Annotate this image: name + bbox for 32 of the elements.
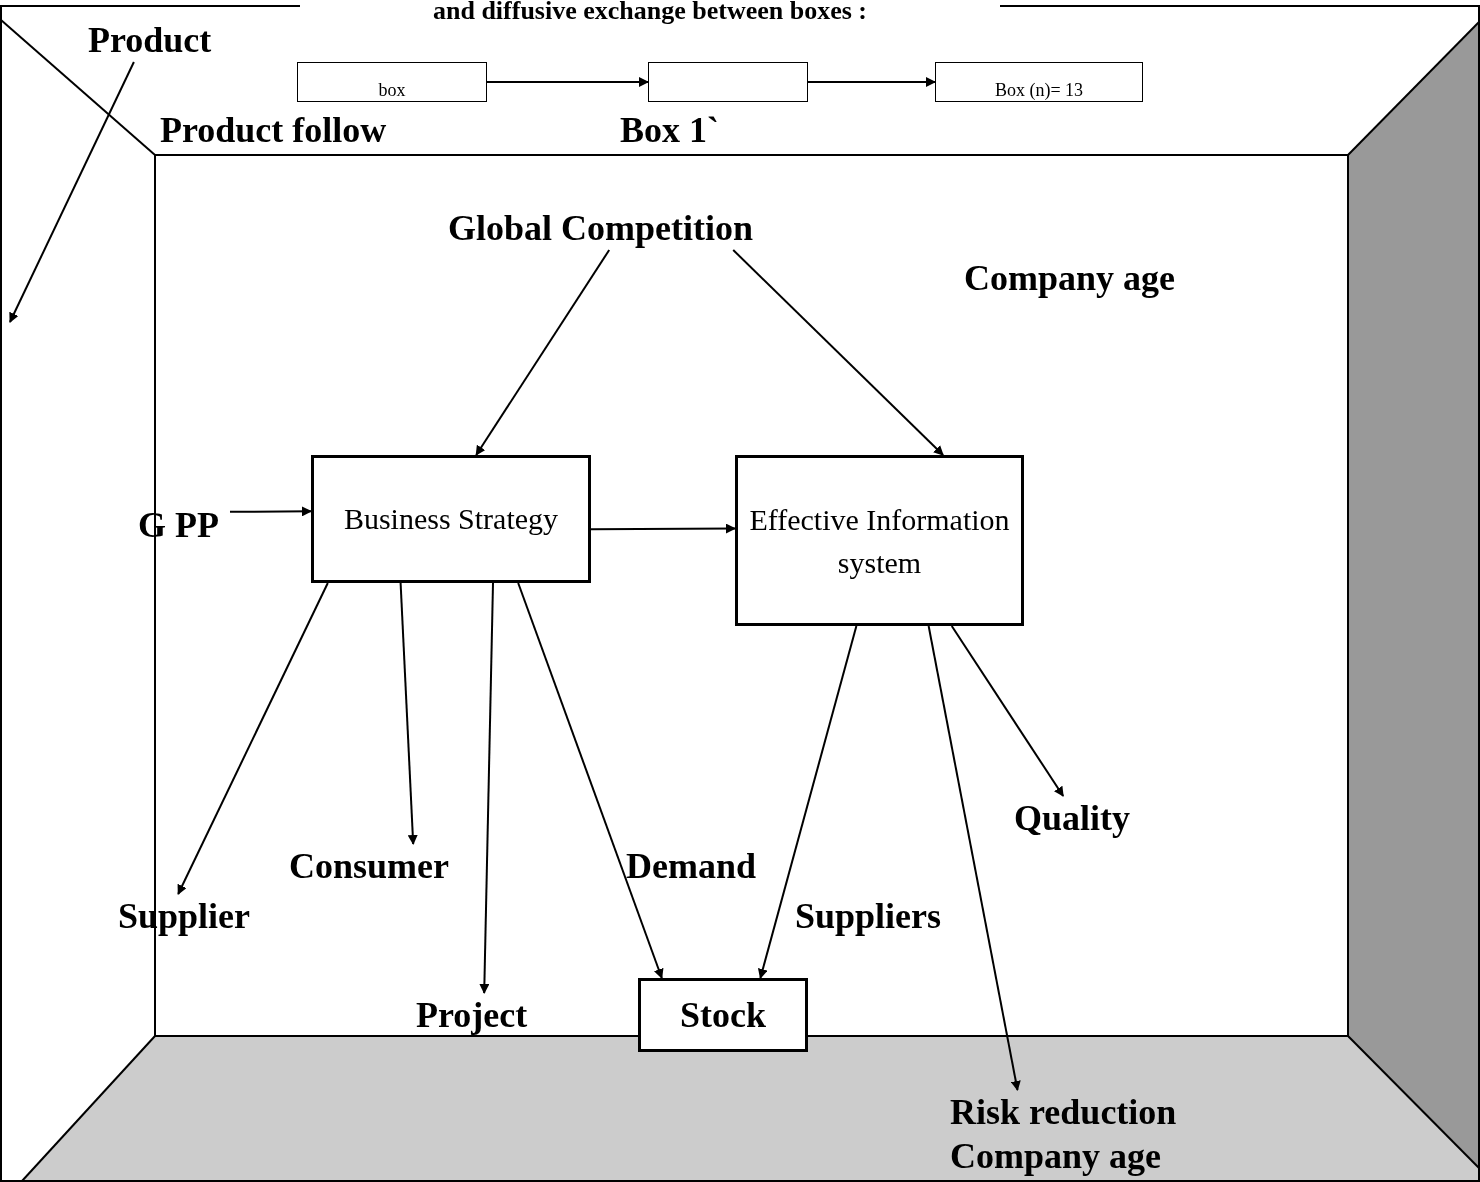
arrow — [475, 249, 611, 456]
arrow — [807, 77, 936, 87]
node-label: Product — [88, 18, 236, 62]
node-label: Project — [416, 993, 540, 1037]
text-label: Box 1` — [620, 109, 719, 152]
empty-box — [648, 62, 808, 102]
arrow — [486, 77, 649, 87]
process-box: Effective Information system — [735, 455, 1024, 626]
text-label: Suppliers — [795, 895, 942, 938]
process-box: box — [297, 62, 487, 102]
title: and diffusive exchange between boxes : — [300, 0, 1000, 26]
node-label: Global Competition — [448, 206, 758, 250]
text-label: Company age — [964, 257, 1175, 300]
text-label: Product follow — [160, 109, 387, 152]
stock-box: Stock — [638, 978, 808, 1052]
process-box: Box (n)= 13 — [935, 62, 1143, 102]
arrow — [950, 625, 1065, 797]
arrow — [479, 582, 494, 994]
process-box: Business Strategy — [311, 455, 591, 583]
text-label: Demand — [626, 845, 756, 888]
arrow — [9, 61, 135, 323]
arrow — [732, 249, 945, 456]
arrow — [399, 582, 418, 845]
arrow — [927, 625, 1021, 1091]
arrow — [177, 582, 329, 895]
arrow — [590, 523, 736, 534]
arrow — [757, 625, 858, 979]
node-label: Quality — [1014, 796, 1140, 840]
node-label: Risk reduction Company age — [950, 1090, 1200, 1178]
arrow — [229, 506, 312, 517]
arrow — [517, 582, 664, 979]
node-label: Consumer — [289, 844, 469, 888]
